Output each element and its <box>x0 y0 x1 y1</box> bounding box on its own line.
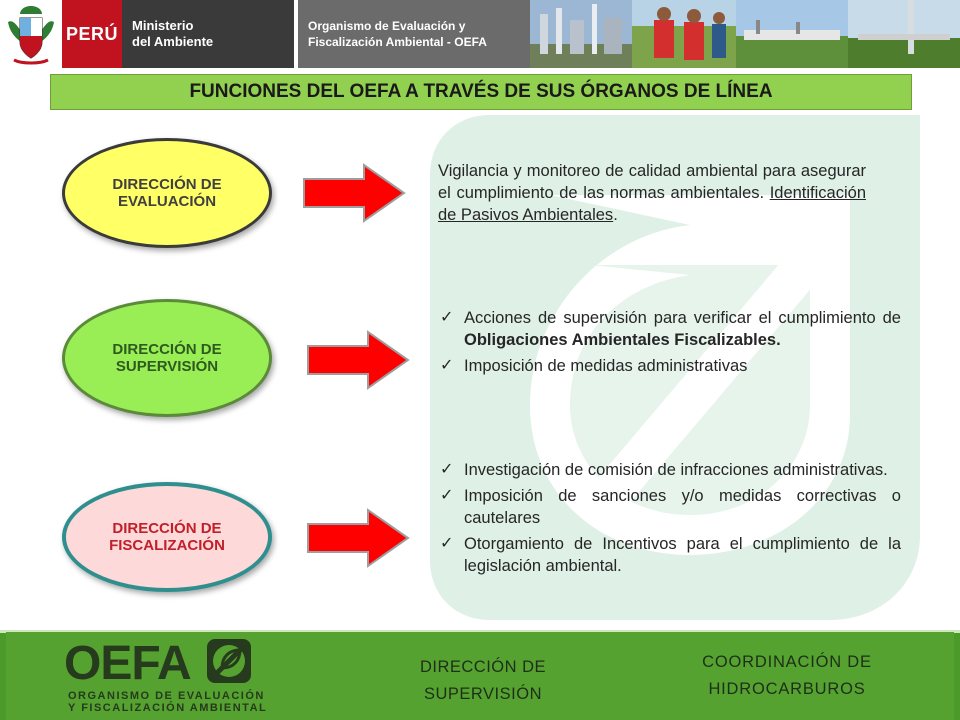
list-item-text: Otorgamiento de Incentivos para el cumpl… <box>464 535 901 575</box>
evaluation-direction-ellipse: DIRECCIÓN DE EVALUACIÓN <box>62 138 272 248</box>
oefa-logo-subtitle: ORGANISMO DE EVALUACIÓN Y FISCALIZACIÓN … <box>68 690 267 714</box>
list-item-bold-text: Obligaciones Ambientales Fiscalizables. <box>464 331 781 349</box>
ellipse-line1: DIRECCIÓN DE <box>112 176 222 193</box>
ellipse-line2: SUPERVISIÓN <box>115 358 219 375</box>
footer-panel <box>6 632 954 720</box>
checkmark-icon: ✓ <box>440 309 454 326</box>
checkmark-icon: ✓ <box>440 357 454 374</box>
list-item: ✓ Investigación de comisión de infraccion… <box>438 459 901 481</box>
ellipse-line2: EVALUACIÓN <box>117 193 217 210</box>
logo-sub-line1: ORGANISMO DE EVALUACIÓN <box>68 690 265 702</box>
ministry-label: Ministerio del Ambiente <box>122 0 294 68</box>
checkmark-icon: ✓ <box>440 487 454 504</box>
pipeline-photo <box>848 0 960 68</box>
agency-label: Organismo de Evaluación y Fiscalización … <box>298 0 530 68</box>
fiscalization-direction-ellipse: DIRECCIÓN DE FISCALIZACIÓN <box>62 482 272 592</box>
oefa-leaf-logo-icon <box>207 639 251 683</box>
list-item-text: Investigación de comisión de infraccione… <box>464 461 888 479</box>
slide-title: FUNCIONES DEL OEFA A TRAVÉS DE SUS ÓRGAN… <box>50 74 912 110</box>
ministry-line2: del Ambiente <box>132 34 214 49</box>
footer-direction-label: DIRECCIÓN DE SUPERVISIÓN <box>400 654 566 708</box>
refinery-photo <box>530 0 632 68</box>
fiscalization-list: ✓ Investigación de comisión de infraccion… <box>438 459 901 581</box>
footer-right-line2: HIDROCARBUROS <box>708 680 866 698</box>
agency-line2: Fiscalización Ambiental - OEFA <box>308 35 487 49</box>
inspectors-photo <box>632 0 736 68</box>
red-arrow-icon <box>307 508 410 568</box>
logo-sub-line2: Y FISCALIZACIÓN AMBIENTAL <box>68 702 268 714</box>
supervision-direction-ellipse: DIRECCIÓN DE SUPERVISIÓN <box>62 299 272 417</box>
evaluation-underlined-text: Identificación de Pasivos Ambientales <box>438 184 866 224</box>
footer-mid-line1: DIRECCIÓN DE <box>419 658 547 676</box>
list-item: ✓ Imposición de sanciones y/o medidas cor… <box>438 485 901 529</box>
footer-mid-line2: SUPERVISIÓN <box>424 685 542 703</box>
oefa-logo-text: OEFA <box>64 637 192 690</box>
red-arrow-icon <box>307 330 410 390</box>
evaluation-description: Vigilancia y monitoreo de calidad ambien… <box>438 160 866 226</box>
supervision-list: ✓ Acciones de supervisión para verificar … <box>438 307 901 381</box>
list-item-text: Imposición de sanciones y/o medidas corr… <box>464 487 901 527</box>
agency-line1: Organismo de Evaluación y <box>308 19 466 33</box>
ministry-line1: Ministerio <box>132 18 194 33</box>
facility-photo <box>736 0 848 68</box>
checkmark-icon: ✓ <box>440 535 454 552</box>
list-item: ✓ Otorgamiento de Incentivos para el cump… <box>438 533 901 577</box>
ellipse-line2: FISCALIZACIÓN <box>109 537 225 554</box>
peru-coat-of-arms-icon <box>8 6 54 65</box>
red-arrow-icon <box>303 163 406 223</box>
ellipse-line1: DIRECCIÓN DE <box>112 341 222 358</box>
list-item: ✓ Imposición de medidas administrativas <box>438 355 901 377</box>
checkmark-icon: ✓ <box>440 461 454 478</box>
list-item-text: Acciones de supervisión para verificar e… <box>464 309 901 327</box>
footer-coordination-label: COORDINACIÓN DE HIDROCARBUROS <box>662 649 912 703</box>
oefa-leaf-watermark-icon <box>430 115 920 620</box>
footer-right-line1: COORDINACIÓN DE <box>702 653 872 671</box>
evaluation-text-end: . <box>613 206 618 224</box>
ellipse-line1: DIRECCIÓN DE <box>112 520 222 537</box>
evaluation-text: Vigilancia y monitoreo de calidad ambien… <box>438 162 866 202</box>
peru-label: PERÚ <box>62 0 122 68</box>
list-item-text: Imposición de medidas administrativas <box>464 357 748 375</box>
list-item: ✓ Acciones de supervisión para verificar … <box>438 307 901 351</box>
